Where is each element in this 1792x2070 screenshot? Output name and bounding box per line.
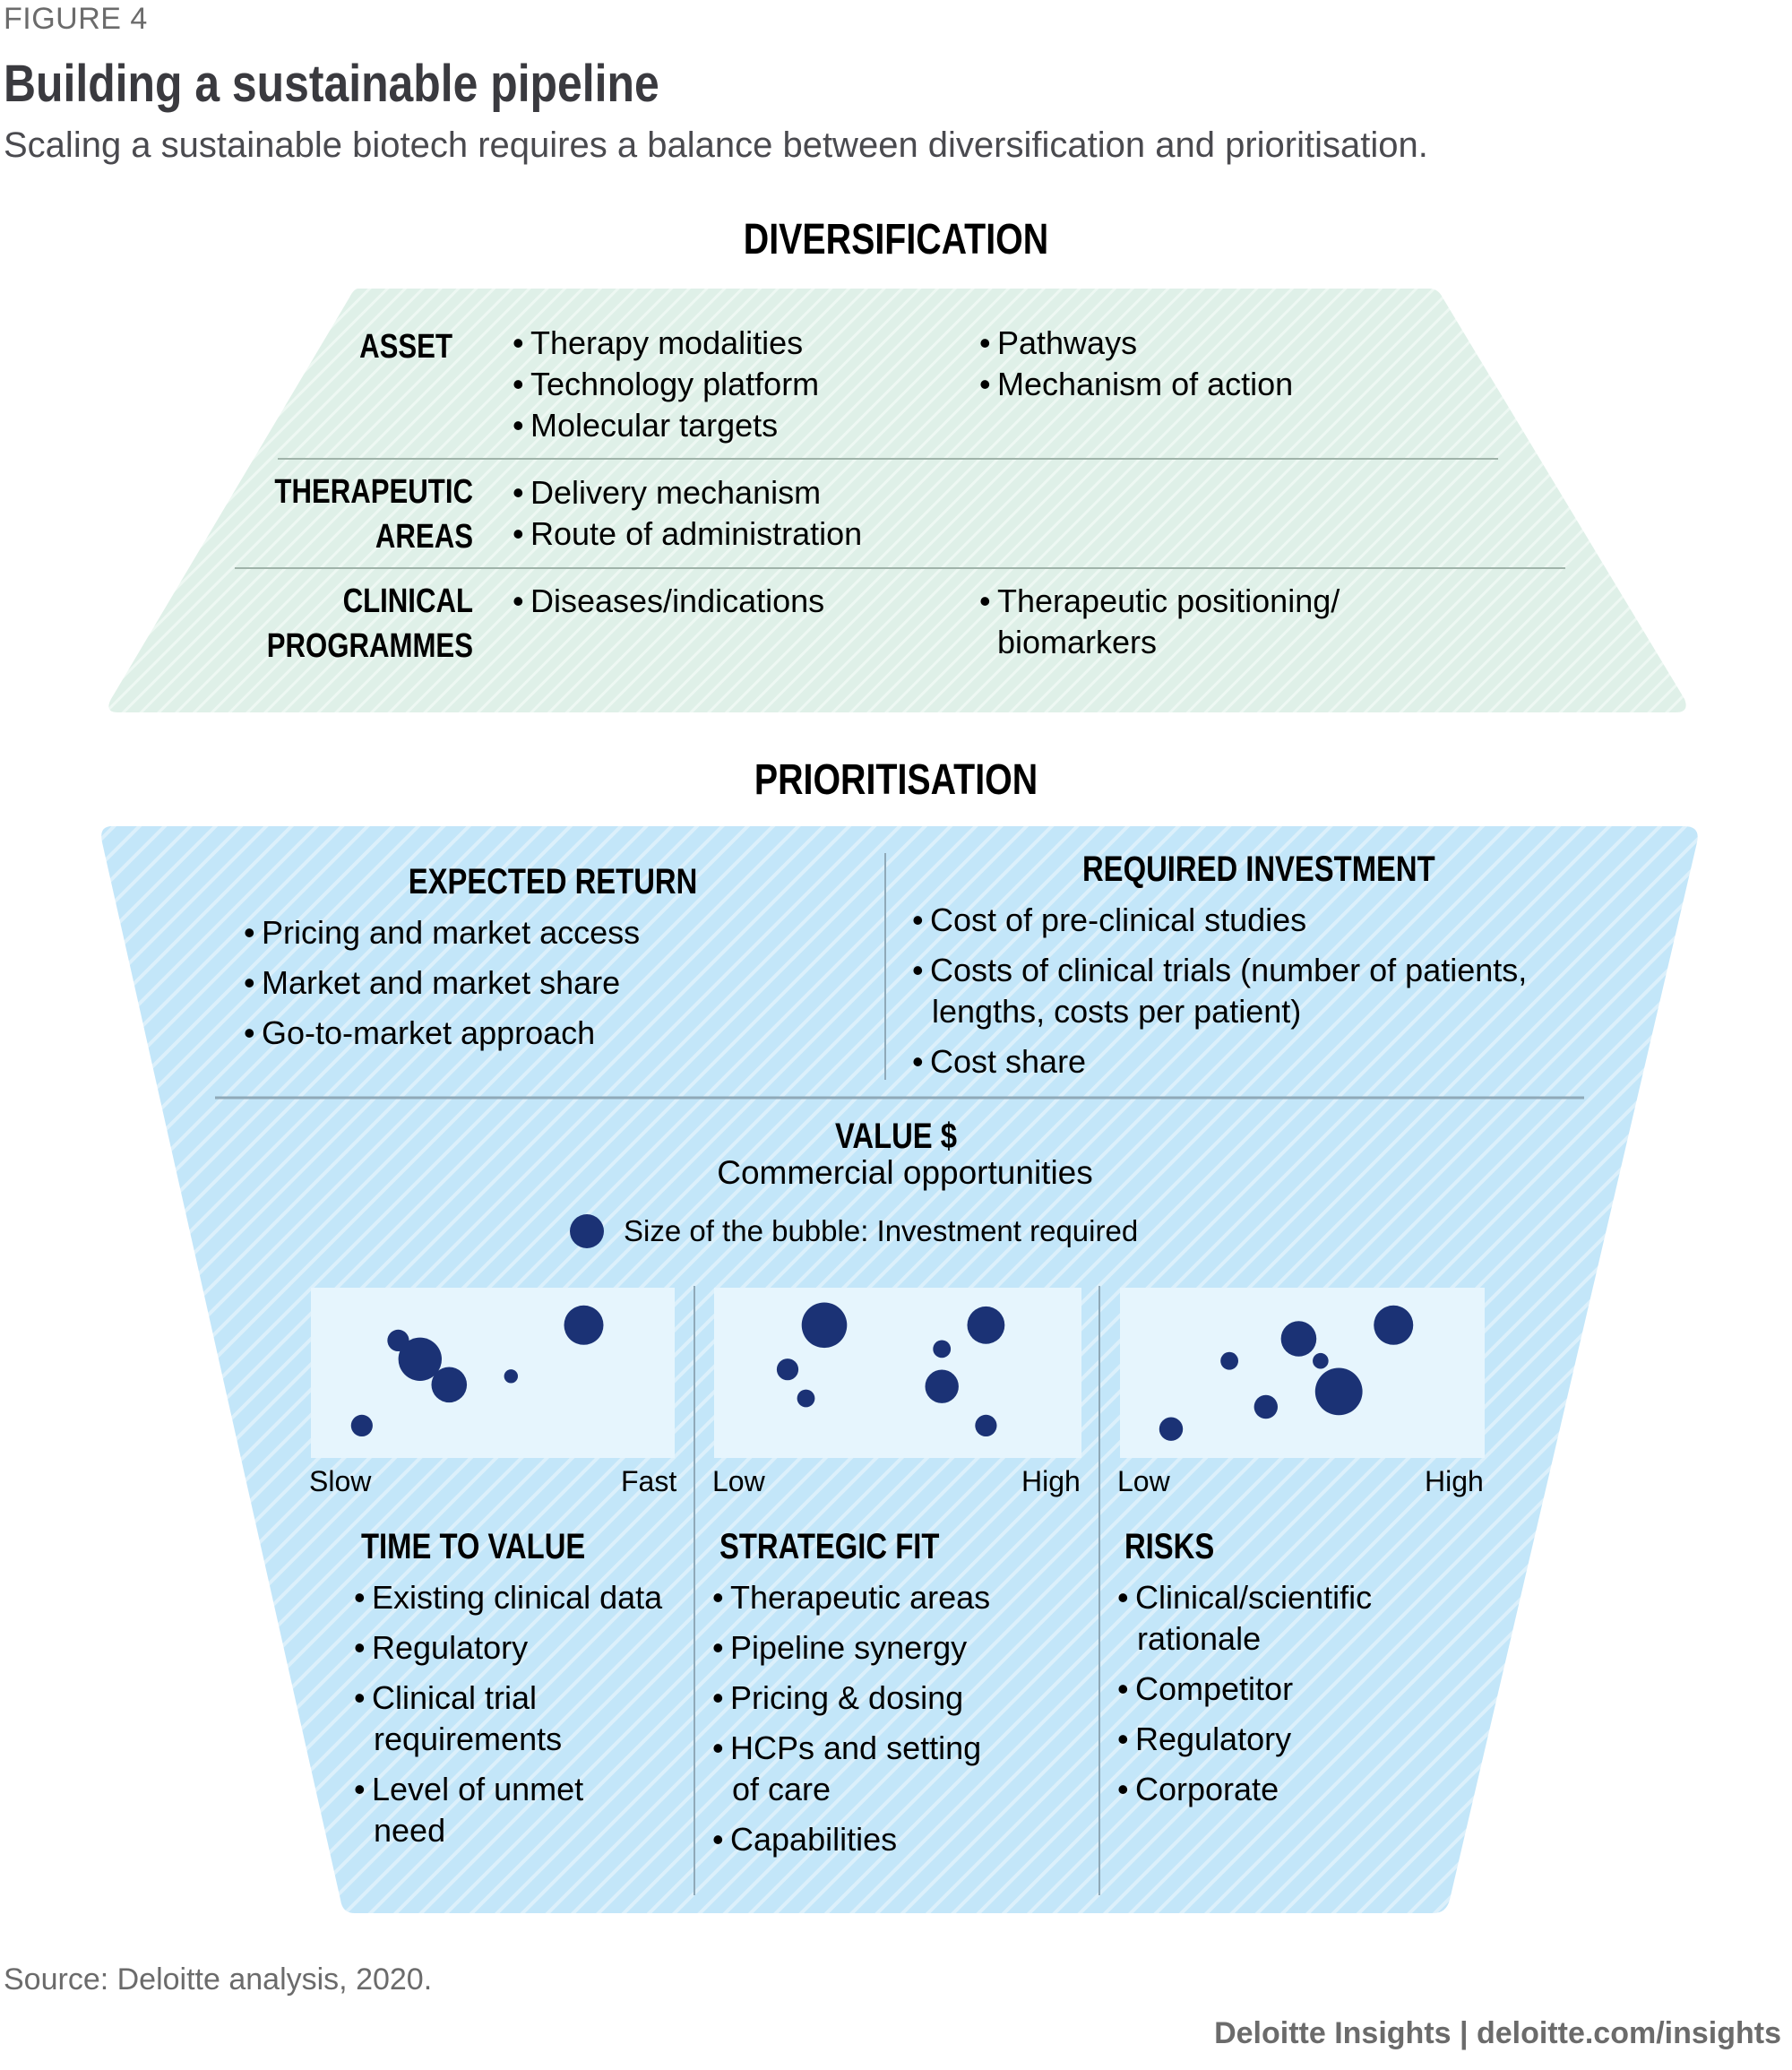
list-item-continued: lengths, costs per patient) <box>932 993 1302 1030</box>
row-label-therapeutic-areas: THERAPEUTIC AREAS <box>216 470 473 559</box>
list-item: Delivery mechanism <box>513 472 862 513</box>
row-label-line: CLINICAL <box>342 582 473 620</box>
time-to-value-list: Existing clinical data Regulatory Clinic… <box>354 1577 662 1851</box>
list-item: Existing clinical data <box>354 1577 662 1618</box>
bubble-legend: Size of the bubble: Investment required <box>570 1214 1138 1248</box>
list-item: Cost of pre-clinical studies <box>912 900 1527 941</box>
list-item: Costs of clinical trials (number of pati… <box>912 950 1527 991</box>
clinical-list-1: Diseases/indications <box>513 581 824 622</box>
list-item: Pricing & dosing <box>712 1678 990 1719</box>
bubble-3 <box>398 1337 442 1381</box>
list-item: Market and market share <box>244 962 640 1004</box>
axis-high-label-time: Fast <box>621 1465 677 1497</box>
required-investment-list: Cost of pre-clinical studies Costs of cl… <box>912 900 1527 1082</box>
bubble-1 <box>1159 1417 1184 1441</box>
axis-low-label-time: Slow <box>309 1465 372 1497</box>
brand-link[interactable]: Deloitte Insights | deloitte.com/insight… <box>1214 2016 1781 2050</box>
risks-list: Clinical/scientific rationale Competitor… <box>1117 1577 1372 1810</box>
strategic-fit-bubbles <box>776 1302 1005 1436</box>
list-item-continued: of care <box>732 1771 831 1807</box>
asset-list-2: Pathways Mechanism of action <box>979 323 1293 405</box>
value-subheading: Commercial opportunities <box>717 1154 1093 1191</box>
list-item: Therapeutic areas <box>712 1577 990 1618</box>
value-heading: VALUE $ <box>834 1117 958 1156</box>
bubble-legend-label: Size of the bubble: Investment required <box>624 1214 1139 1247</box>
bubble-6 <box>925 1369 959 1403</box>
axis-low-label-fit: Low <box>712 1465 765 1497</box>
clinical-list-2: Therapeutic positioning/ biomarkers <box>979 581 1391 663</box>
axis-high-label-risks: High <box>1425 1465 1484 1497</box>
list-item: Molecular targets <box>513 405 819 446</box>
risks-bubbles <box>1159 1305 1414 1441</box>
expected-return-list: Pricing and market access Market and mar… <box>244 912 640 1063</box>
list-item: Therapy modalities <box>513 323 819 364</box>
bubble-5 <box>1313 1352 1329 1369</box>
bubble-1 <box>801 1302 848 1349</box>
list-item: Clinical trial <box>354 1678 662 1719</box>
list-item: Level of unmet <box>354 1769 662 1810</box>
list-item: Clinical/scientific <box>1117 1577 1372 1618</box>
list-item: Capabilities <box>712 1819 990 1860</box>
list-item: Pathways <box>979 323 1293 364</box>
list-item-continued: requirements <box>374 1721 563 1757</box>
list-item: Pricing and market access <box>244 912 640 953</box>
axis-low-label-risks: Low <box>1117 1465 1170 1497</box>
strategic-fit-heading: STRATEGIC FIT <box>719 1527 940 1566</box>
list-item: Therapeutic positioning/ biomarkers <box>979 581 1391 663</box>
row-label-line: ASSET <box>359 328 452 366</box>
row-label-line: PROGRAMMES <box>266 627 473 665</box>
row-label-clinical-programmes: CLINICAL PROGRAMMES <box>216 579 473 668</box>
bubble-7 <box>564 1305 604 1345</box>
list-item-continued: rationale <box>1137 1620 1262 1657</box>
bubble-3 <box>797 1389 815 1408</box>
list-item: Corporate <box>1117 1769 1372 1810</box>
list-item-continued: need <box>374 1812 446 1849</box>
bubble-legend-icon <box>570 1214 604 1248</box>
figure-subtitle: Scaling a sustainable biotech requires a… <box>4 125 1428 165</box>
time-to-value-chart <box>311 1288 675 1458</box>
bubble-6 <box>1314 1367 1363 1416</box>
list-item: Regulatory <box>1117 1719 1372 1760</box>
asset-list-1: Therapy modalities Technology platform M… <box>513 323 819 446</box>
list-item: Regulatory <box>354 1627 662 1669</box>
source-note: Source: Deloitte analysis, 2020. <box>4 1962 433 1997</box>
row-label-asset: ASSET <box>232 324 452 369</box>
strategic-fit-chart <box>714 1288 1081 1458</box>
bubble-1 <box>350 1414 373 1436</box>
strategic-fit-list: Therapeutic areas Pipeline synergy Prici… <box>712 1577 990 1860</box>
list-item: HCPs and setting <box>712 1728 990 1769</box>
diversification-heading: DIVERSIFICATION <box>743 216 1049 263</box>
list-item: Technology platform <box>513 364 819 405</box>
bubble-7 <box>975 1414 997 1436</box>
required-investment-heading: REQUIRED INVESTMENT <box>1082 850 1435 889</box>
list-item: Mechanism of action <box>979 364 1293 405</box>
axis-high-label-fit: High <box>1021 1465 1081 1497</box>
bubble-7 <box>1374 1305 1414 1345</box>
bubble-4 <box>1280 1321 1317 1357</box>
bubble-5 <box>504 1369 518 1384</box>
bubble-3 <box>1254 1394 1278 1419</box>
figure-label: FIGURE 4 <box>4 2 148 36</box>
risks-chart <box>1120 1288 1485 1458</box>
time-to-value-heading: TIME TO VALUE <box>361 1527 586 1566</box>
list-item: Competitor <box>1117 1669 1372 1710</box>
bubble-4 <box>431 1367 468 1403</box>
expected-return-heading: EXPECTED RETURN <box>408 862 698 901</box>
list-item: Route of administration <box>513 513 862 555</box>
row-label-line: THERAPEUTIC <box>274 473 473 511</box>
therapeutic-list: Delivery mechanism Route of administrati… <box>513 472 862 555</box>
risks-heading: RISKS <box>1124 1527 1215 1566</box>
row-label-line: AREAS <box>375 518 473 556</box>
time-to-value-bubbles <box>350 1305 604 1436</box>
list-item: Go-to-market approach <box>244 1013 640 1054</box>
list-item: Pipeline synergy <box>712 1627 990 1669</box>
bubble-5 <box>967 1306 1005 1344</box>
bubble-2 <box>776 1358 799 1381</box>
bubble-2 <box>1220 1351 1238 1370</box>
list-item: Diseases/indications <box>513 581 824 622</box>
list-item: Cost share <box>912 1041 1527 1082</box>
figure-title: Building a sustainable pipeline <box>4 55 659 113</box>
prioritisation-heading: PRIORITISATION <box>754 756 1038 804</box>
bubble-4 <box>933 1340 952 1358</box>
